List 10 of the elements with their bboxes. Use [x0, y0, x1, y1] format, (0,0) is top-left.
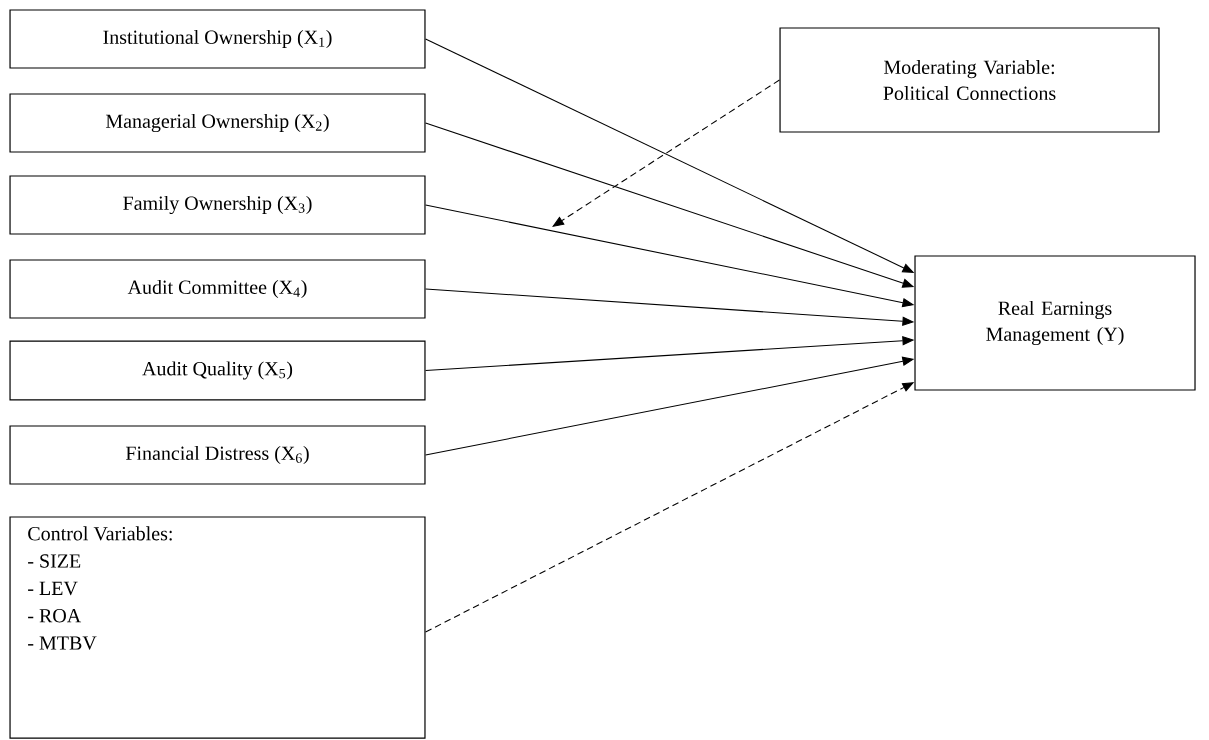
variable-box: Managerial Ownership (X$_{2}$): [9, 93, 426, 153]
variable-box: Audit Committee (X$_{4}$): [9, 259, 426, 319]
variable-box: Real Earnings Management (Y): [914, 255, 1196, 391]
variable-box: Family Ownership (X$_{3}$): [9, 175, 426, 235]
variable-box: Institutional Ownership (X$_{1}$): [9, 9, 426, 69]
variable-box: Moderating Variable: Political Connections: [779, 27, 1160, 133]
variable-box: Audit Quality (X$_{5}$): [9, 340, 426, 401]
arrow: [552, 79, 780, 227]
variable-box: Financial Distress (X$_{6}$): [9, 425, 426, 485]
variable-box: Control Variables: - SIZE - LEV - ROA - MTBV: [9, 516, 426, 739]
